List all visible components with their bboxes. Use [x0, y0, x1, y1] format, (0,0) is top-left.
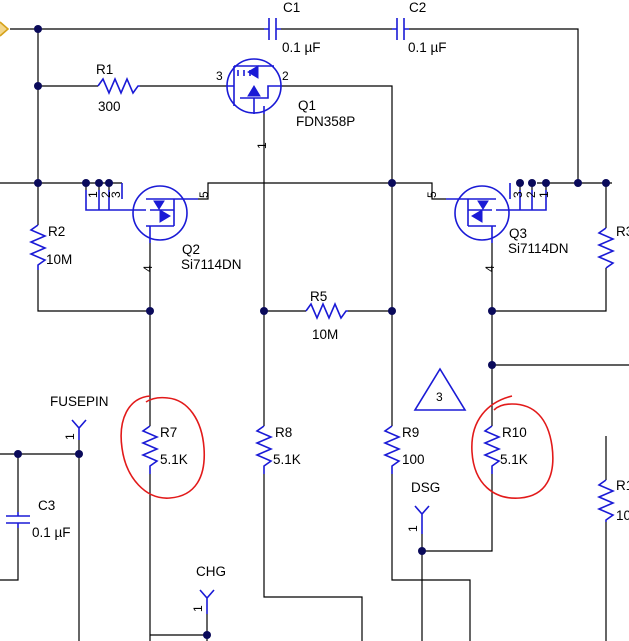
net-fusepin[interactable]: FUSEPIN 1 [50, 394, 109, 440]
svg-text:R8: R8 [275, 425, 292, 440]
svg-text:R7: R7 [160, 425, 177, 440]
mosfet-q1[interactable]: 3 2 1 Q1 FDN358P [216, 58, 355, 149]
red-circle-annotation-r7 [120, 395, 206, 499]
svg-text:4: 4 [483, 265, 497, 272]
svg-text:0.1 µF: 0.1 µF [282, 40, 321, 55]
resistor-r1[interactable]: R1 300 [96, 62, 140, 114]
svg-text:1: 1 [86, 191, 100, 198]
net-dsg[interactable]: DSG 1 [406, 480, 440, 534]
resistor-r9[interactable]: R9 100 [382, 425, 425, 474]
svg-text:R2: R2 [48, 224, 65, 239]
svg-text:5.1K: 5.1K [273, 452, 301, 467]
resistor-r7[interactable]: R7 5.1K [140, 425, 188, 474]
svg-text:C1: C1 [283, 0, 300, 15]
junctions [14, 25, 610, 639]
red-circle-annotation-r10 [471, 395, 554, 499]
svg-text:R1: R1 [96, 62, 113, 77]
svg-text:Q1: Q1 [298, 98, 316, 113]
capacitor-c2[interactable]: C2 0.1 µF [392, 0, 447, 55]
svg-text:3: 3 [511, 191, 525, 198]
svg-text:1: 1 [406, 525, 420, 532]
svg-text:10M: 10M [312, 327, 338, 342]
svg-text:0.1 µF: 0.1 µF [32, 525, 71, 540]
svg-text:3: 3 [436, 390, 443, 404]
svg-text:5: 5 [197, 191, 211, 198]
svg-text:4: 4 [141, 265, 155, 272]
svg-text:5.1K: 5.1K [160, 452, 188, 467]
svg-text:2: 2 [524, 191, 538, 198]
svg-text:Q2: Q2 [182, 242, 200, 257]
resistor-r2[interactable]: R2 10M [28, 224, 72, 270]
svg-text:5: 5 [425, 191, 439, 198]
resistor-r10[interactable]: R10 5.1K [482, 425, 528, 474]
svg-text:5.1K: 5.1K [500, 452, 528, 467]
svg-text:FUSEPIN: FUSEPIN [50, 394, 109, 409]
svg-text:0.1 µF: 0.1 µF [408, 40, 447, 55]
svg-text:C2: C2 [409, 0, 426, 15]
svg-text:1: 1 [191, 605, 205, 612]
svg-text:1: 1 [537, 191, 551, 198]
svg-text:300: 300 [98, 99, 121, 114]
capacitor-c3[interactable]: C3 0.1 µF [6, 498, 71, 540]
svg-text:3: 3 [216, 69, 223, 83]
svg-text:R3: R3 [616, 224, 629, 239]
svg-text:Si7114DN: Si7114DN [181, 257, 242, 272]
capacitor-c1[interactable]: C1 0.1 µF [264, 0, 321, 55]
svg-text:2: 2 [99, 191, 113, 198]
offpage-connector-icon [0, 21, 10, 37]
svg-text:10: 10 [616, 508, 629, 523]
svg-text:DSG: DSG [411, 480, 440, 495]
svg-text:2: 2 [282, 69, 289, 83]
resistor-r3[interactable]: R3 [596, 224, 629, 269]
svg-text:C3: C3 [38, 498, 55, 513]
svg-text:Q3: Q3 [509, 226, 527, 241]
net-chg[interactable]: CHG 1 [191, 564, 226, 614]
svg-text:R5: R5 [310, 289, 327, 304]
svg-text:10M: 10M [46, 252, 72, 267]
mosfet-q2[interactable]: 1 2 3 5 4 Q2 Si7114DN [85, 183, 242, 272]
svg-text:FDN358P: FDN358P [296, 114, 355, 129]
svg-text:CHG: CHG [196, 564, 226, 579]
svg-text:R1: R1 [616, 478, 629, 493]
svg-text:1: 1 [255, 142, 269, 149]
mosfet-q3[interactable]: 5 3 2 1 4 Q3 Si7114DN [425, 183, 569, 272]
svg-text:Si7114DN: Si7114DN [508, 241, 569, 256]
svg-text:R10: R10 [502, 425, 527, 440]
svg-text:1: 1 [63, 433, 77, 440]
svg-text:100: 100 [402, 452, 425, 467]
triangle-marker-icon: 3 [413, 367, 467, 411]
resistor-r8[interactable]: R8 5.1K [254, 425, 301, 474]
resistor-r5[interactable]: R5 10M [305, 289, 348, 342]
svg-text:3: 3 [109, 191, 123, 198]
svg-text:R9: R9 [402, 425, 419, 440]
resistor-r11[interactable]: R1 10 [596, 478, 629, 523]
